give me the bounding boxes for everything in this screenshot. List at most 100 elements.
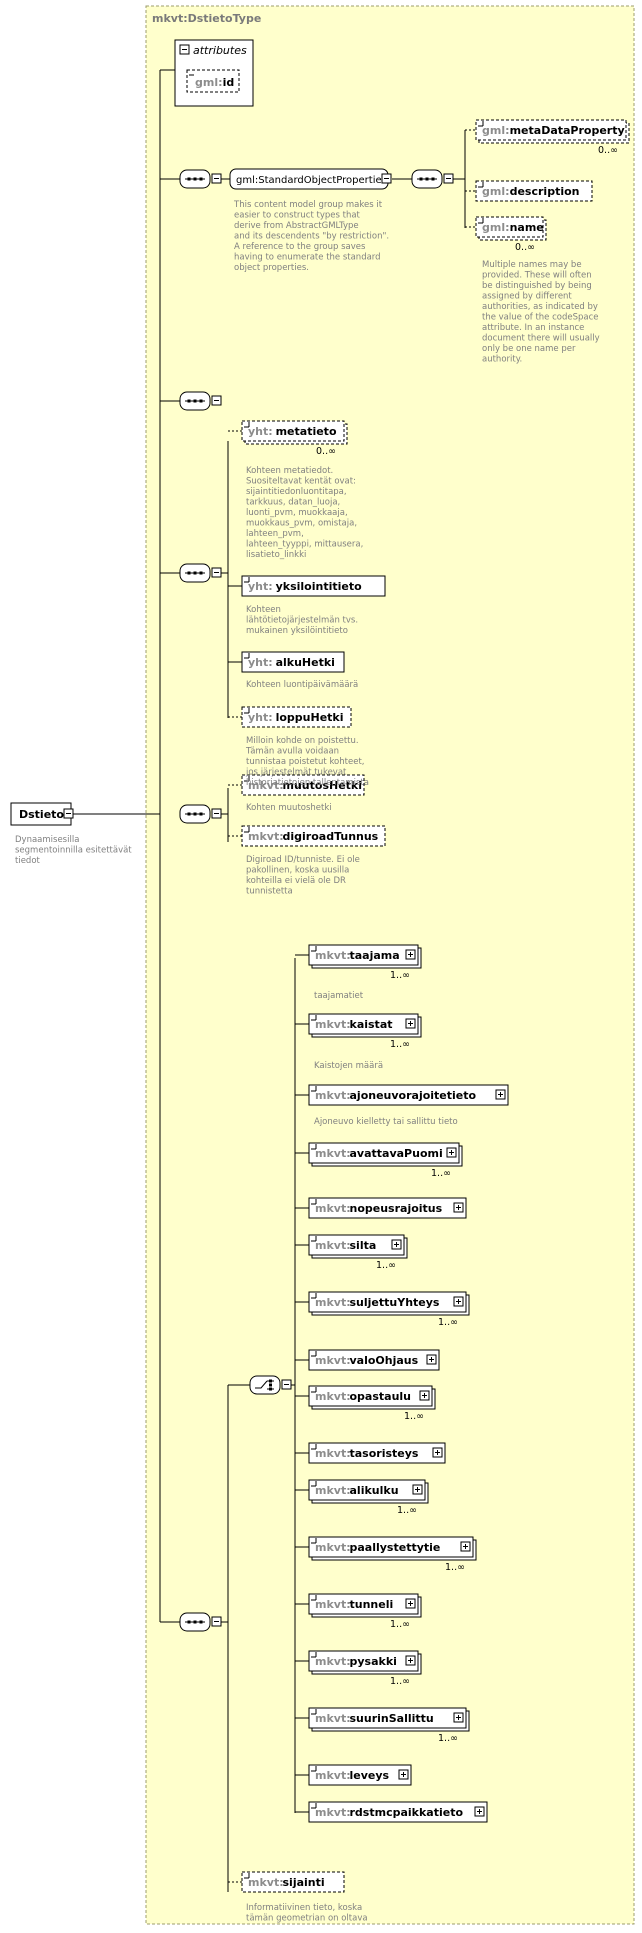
- element-avattavaPuomi-box[interactable]: [308, 1142, 460, 1164]
- element-alkuHetki-box[interactable]: [241, 651, 345, 673]
- sequence-bottom[interactable]: [179, 1612, 211, 1632]
- element-alkuHetki[interactable]: yht:alkuHetki: [241, 651, 345, 673]
- group-standard-object-properties[interactable]: gml:StandardObjectProperties: [229, 168, 389, 190]
- element-taajama-box[interactable]: [308, 944, 419, 966]
- element-rdstmcpaikkatieto-expand-icon[interactable]: [474, 1806, 485, 1817]
- element-description[interactable]: gml:description: [475, 180, 593, 202]
- element-silta-expand-icon[interactable]: [391, 1239, 402, 1250]
- element-leveys-expand-icon[interactable]: [398, 1769, 409, 1780]
- element-suurinSallittu-expand-icon[interactable]: [453, 1712, 464, 1723]
- element-loppuHetki-box[interactable]: [241, 706, 352, 728]
- sequence-empty-collapse-icon[interactable]: [211, 395, 222, 406]
- element-leveys-box[interactable]: [308, 1764, 412, 1786]
- element-ajoneuvorajoitetieto-expand-icon[interactable]: [495, 1089, 506, 1100]
- element-yksilointitieto[interactable]: yht:yksilointitieto: [241, 575, 386, 597]
- element-opastaulu-box[interactable]: [308, 1385, 433, 1407]
- sequence-yht[interactable]: [179, 563, 211, 583]
- element-sijainti[interactable]: mkvt:sijainti: [241, 1871, 345, 1893]
- choice-node-collapse-icon[interactable]: [281, 1379, 292, 1390]
- attributes-collapse-icon[interactable]: [179, 44, 190, 55]
- element-loppuHetki[interactable]: yht:loppuHetki: [241, 706, 352, 728]
- element-kaistat-box[interactable]: [308, 1013, 419, 1035]
- element-valoOhjaus-expand-icon[interactable]: [426, 1354, 437, 1365]
- element-tasoristeys-expand-icon[interactable]: [432, 1447, 443, 1458]
- element-metaDataProperty-box[interactable]: [475, 119, 627, 141]
- sequence-standard[interactable]: [179, 169, 211, 189]
- element-valoOhjaus[interactable]: mkvt:valoOhjaus: [308, 1349, 440, 1371]
- sequence-gml[interactable]: [411, 169, 443, 189]
- sequence-yht-collapse-icon[interactable]: [211, 567, 222, 578]
- element-rdstmcpaikkatieto-box[interactable]: [308, 1801, 488, 1823]
- element-ajoneuvorajoitetieto-box[interactable]: [308, 1084, 509, 1106]
- sequence-bottom-collapse-icon[interactable]: [211, 1616, 222, 1627]
- element-taajama-expand-icon[interactable]: [405, 949, 416, 960]
- element-digiroadTunnus-box[interactable]: [241, 825, 386, 847]
- element-tasoristeys-box[interactable]: [308, 1442, 446, 1464]
- element-paallystettytie-expand-icon[interactable]: [460, 1541, 471, 1552]
- element-leveys[interactable]: mkvt:leveys: [308, 1764, 412, 1786]
- element-pysakki-box[interactable]: [308, 1650, 419, 1672]
- element-suljettuYhteys-expand-icon[interactable]: [453, 1296, 464, 1307]
- element-taajama-cardinality: 1..∞: [390, 970, 410, 981]
- element-description-box[interactable]: [475, 180, 593, 202]
- element-alikulku-expand-icon[interactable]: [412, 1484, 423, 1495]
- element-metatieto-box[interactable]: [241, 420, 345, 442]
- sequence-mkvt-collapse-icon[interactable]: [211, 808, 222, 819]
- element-sijainti-box[interactable]: [241, 1871, 345, 1893]
- element-opastaulu-cardinality: 1..∞: [404, 1411, 424, 1422]
- element-suurinSallittu-box[interactable]: [308, 1707, 467, 1729]
- choice-node[interactable]: [249, 1375, 281, 1395]
- element-rdstmcpaikkatieto[interactable]: mkvt:rdstmcpaikkatieto: [308, 1801, 488, 1823]
- element-pysakki-expand-icon[interactable]: [405, 1655, 416, 1666]
- element-silta-cardinality: 1..∞: [376, 1260, 396, 1271]
- root-element[interactable]: Dstieto: [10, 802, 72, 826]
- attribute-id-box[interactable]: [186, 69, 240, 93]
- element-nopeusrajoitus-expand-icon[interactable]: [453, 1202, 464, 1213]
- element-muutosHetki-box[interactable]: [241, 774, 365, 796]
- sequence-standard-collapse-icon[interactable]: [211, 173, 222, 184]
- element-avattavaPuomi-expand-icon[interactable]: [446, 1147, 457, 1158]
- element-silta-box[interactable]: [308, 1234, 405, 1256]
- element-description-prefix: gml:: [482, 185, 510, 198]
- sequence-gml-collapse-icon[interactable]: [443, 173, 454, 184]
- element-suljettuYhteys-box[interactable]: [308, 1291, 467, 1313]
- group-collapse-icon[interactable]: [381, 173, 392, 184]
- element-nopeusrajoitus-box[interactable]: [308, 1197, 467, 1219]
- element-paallystettytie-box[interactable]: [308, 1536, 474, 1558]
- sequence-empty[interactable]: [179, 391, 211, 411]
- sequence-yht-dot-1: [193, 571, 197, 575]
- element-alikulku-box[interactable]: [308, 1479, 426, 1501]
- element-tunneli-box[interactable]: [308, 1593, 419, 1615]
- choice-node-shape[interactable]: [249, 1375, 281, 1395]
- element-valoOhjaus-box[interactable]: [308, 1349, 440, 1371]
- element-tasoristeys[interactable]: mkvt:tasoristeys: [308, 1442, 446, 1464]
- element-ajoneuvorajoitetieto[interactable]: mkvt:ajoneuvorajoitetieto: [308, 1084, 509, 1106]
- element-muutosHetki[interactable]: mkvt:muutosHetki: [241, 774, 365, 796]
- element-nopeusrajoitus[interactable]: mkvt:nopeusrajoitus: [308, 1197, 467, 1219]
- element-kaistat-expand-icon[interactable]: [405, 1018, 416, 1029]
- sequence-mkvt[interactable]: [179, 804, 211, 824]
- element-suljettuYhteys-name: suljettuYhteys: [350, 1296, 440, 1309]
- element-name-box[interactable]: [475, 216, 544, 238]
- element-yksilointitieto-box[interactable]: [241, 575, 386, 597]
- element-opastaulu-expand-icon[interactable]: [419, 1390, 430, 1401]
- element-tunneli-expand-icon[interactable]: [405, 1598, 416, 1609]
- group-doc-line-5: having to enumerate the standard: [234, 253, 381, 263]
- element-digiroadTunnus[interactable]: mkvt:digiroadTunnus: [241, 825, 386, 847]
- root-expand-icon[interactable]: [63, 808, 74, 819]
